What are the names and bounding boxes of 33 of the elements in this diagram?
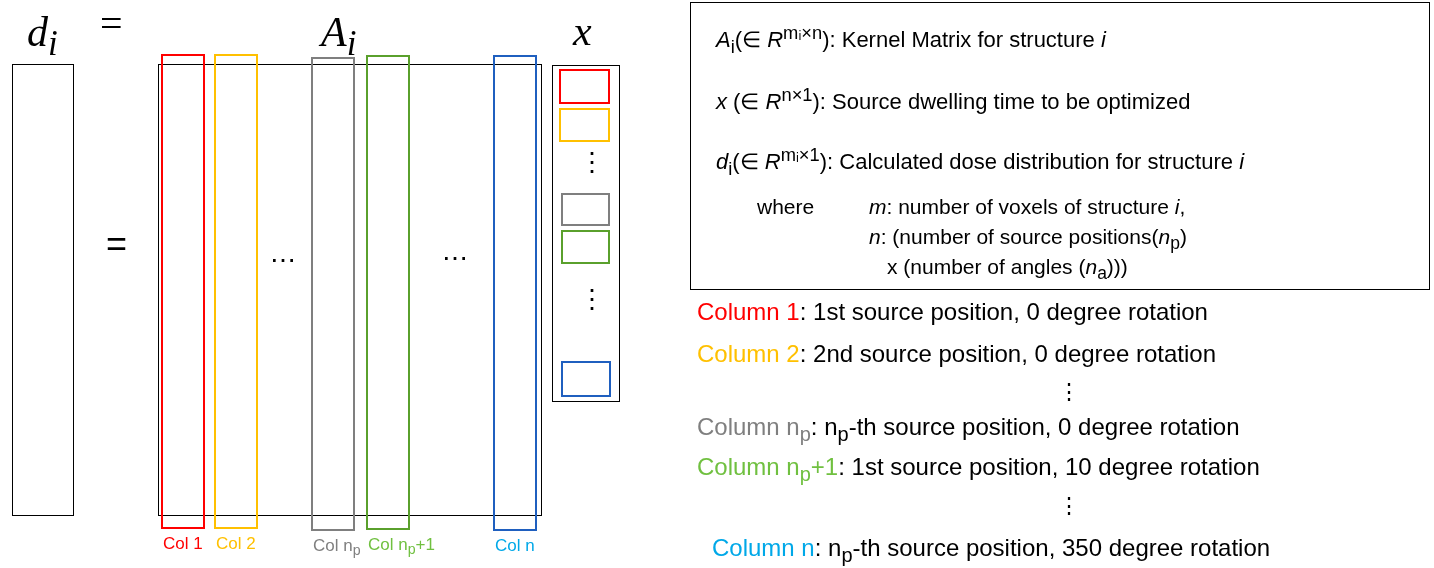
equals-sign: =	[106, 224, 128, 264]
column-label: Col n	[495, 537, 535, 556]
ellipsis: ⋮	[579, 148, 605, 177]
vector-entry-box	[559, 69, 610, 104]
definition-text: d$_{i}$(∈ R$^{mᵢ×1}$): Calculated dose distribution for structure i	[716, 145, 1245, 179]
definition-text: m: number of voxels of structure i,	[869, 195, 1186, 219]
definition-text: where	[757, 195, 815, 219]
column-label: Col n$_{p}$+1	[368, 536, 435, 558]
column-label: Col 1	[163, 535, 203, 554]
ellipsis: ⋮	[1058, 380, 1080, 405]
definition-text: A$_{i}$(∈ R$^{mᵢ×n}$): Kernel Matrix for structure i	[716, 23, 1106, 57]
vector-symbol: d$_{i}$	[27, 9, 58, 64]
ellipsis: ⋮	[1058, 494, 1080, 519]
ellipsis: ⋮	[579, 285, 605, 314]
column-description: Column 1: 1st source position, 0 degree rotation	[697, 299, 1208, 326]
column-label: Col 2	[216, 535, 256, 554]
ellipsis: ⋯	[442, 244, 468, 273]
equals-sign: =	[100, 2, 123, 46]
column-description: Column 2: 2nd source position, 0 degree rotation	[697, 341, 1216, 368]
column-description: Column n$_{p}$+1: 1st source position, 10 degree rotation	[697, 454, 1260, 485]
ellipsis: ⋯	[270, 246, 296, 275]
vector-entry-box	[561, 193, 610, 226]
column-label: Col n$_{p}$	[313, 537, 361, 559]
definition-box	[690, 2, 1430, 290]
definition-text: x (∈ R$^{n×1}$): Source dwelling time to be optimized	[716, 85, 1191, 115]
vector-entry-box	[561, 230, 610, 264]
vector-entry-box	[559, 108, 610, 142]
definition-text: x (number of angles (n$_{a}$)))	[887, 255, 1128, 284]
column-description: Column n: n$_{p}$-th source position, 350 degree rotation	[712, 535, 1271, 566]
vector-symbol: x	[573, 8, 592, 55]
vector-entry-box	[561, 361, 611, 397]
column-description: Column n$_{p}$: n$_{p}$-th source position, 0 degree rotation	[697, 414, 1240, 445]
definition-text: n: (number of source positions(n$_{p}$)	[869, 225, 1187, 254]
